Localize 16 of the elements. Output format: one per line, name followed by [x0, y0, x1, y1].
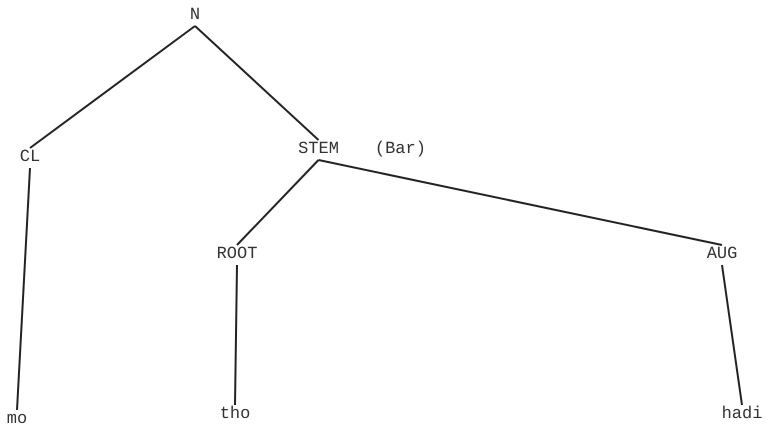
tree-node-label: hadi — [722, 405, 762, 425]
tree-branch — [236, 159, 320, 246]
tree-branch — [318, 159, 722, 246]
tree-node-label: ROOT — [216, 245, 258, 265]
tree-node-label: STEM — [298, 140, 339, 160]
tree-node-label: AUG — [706, 245, 738, 265]
tree-branch — [29, 25, 196, 149]
annotation: (Bar) — [374, 140, 426, 160]
tree-node-label: CL — [20, 148, 40, 168]
tree-node-label: tho — [220, 405, 250, 425]
tree-node-label: mo — [6, 410, 28, 430]
tree-branch — [194, 25, 320, 141]
tree-branch — [234, 264, 238, 406]
tree-branch — [721, 264, 743, 406]
tree-node-label: N — [190, 6, 200, 26]
tree-branch — [16, 168, 31, 410]
